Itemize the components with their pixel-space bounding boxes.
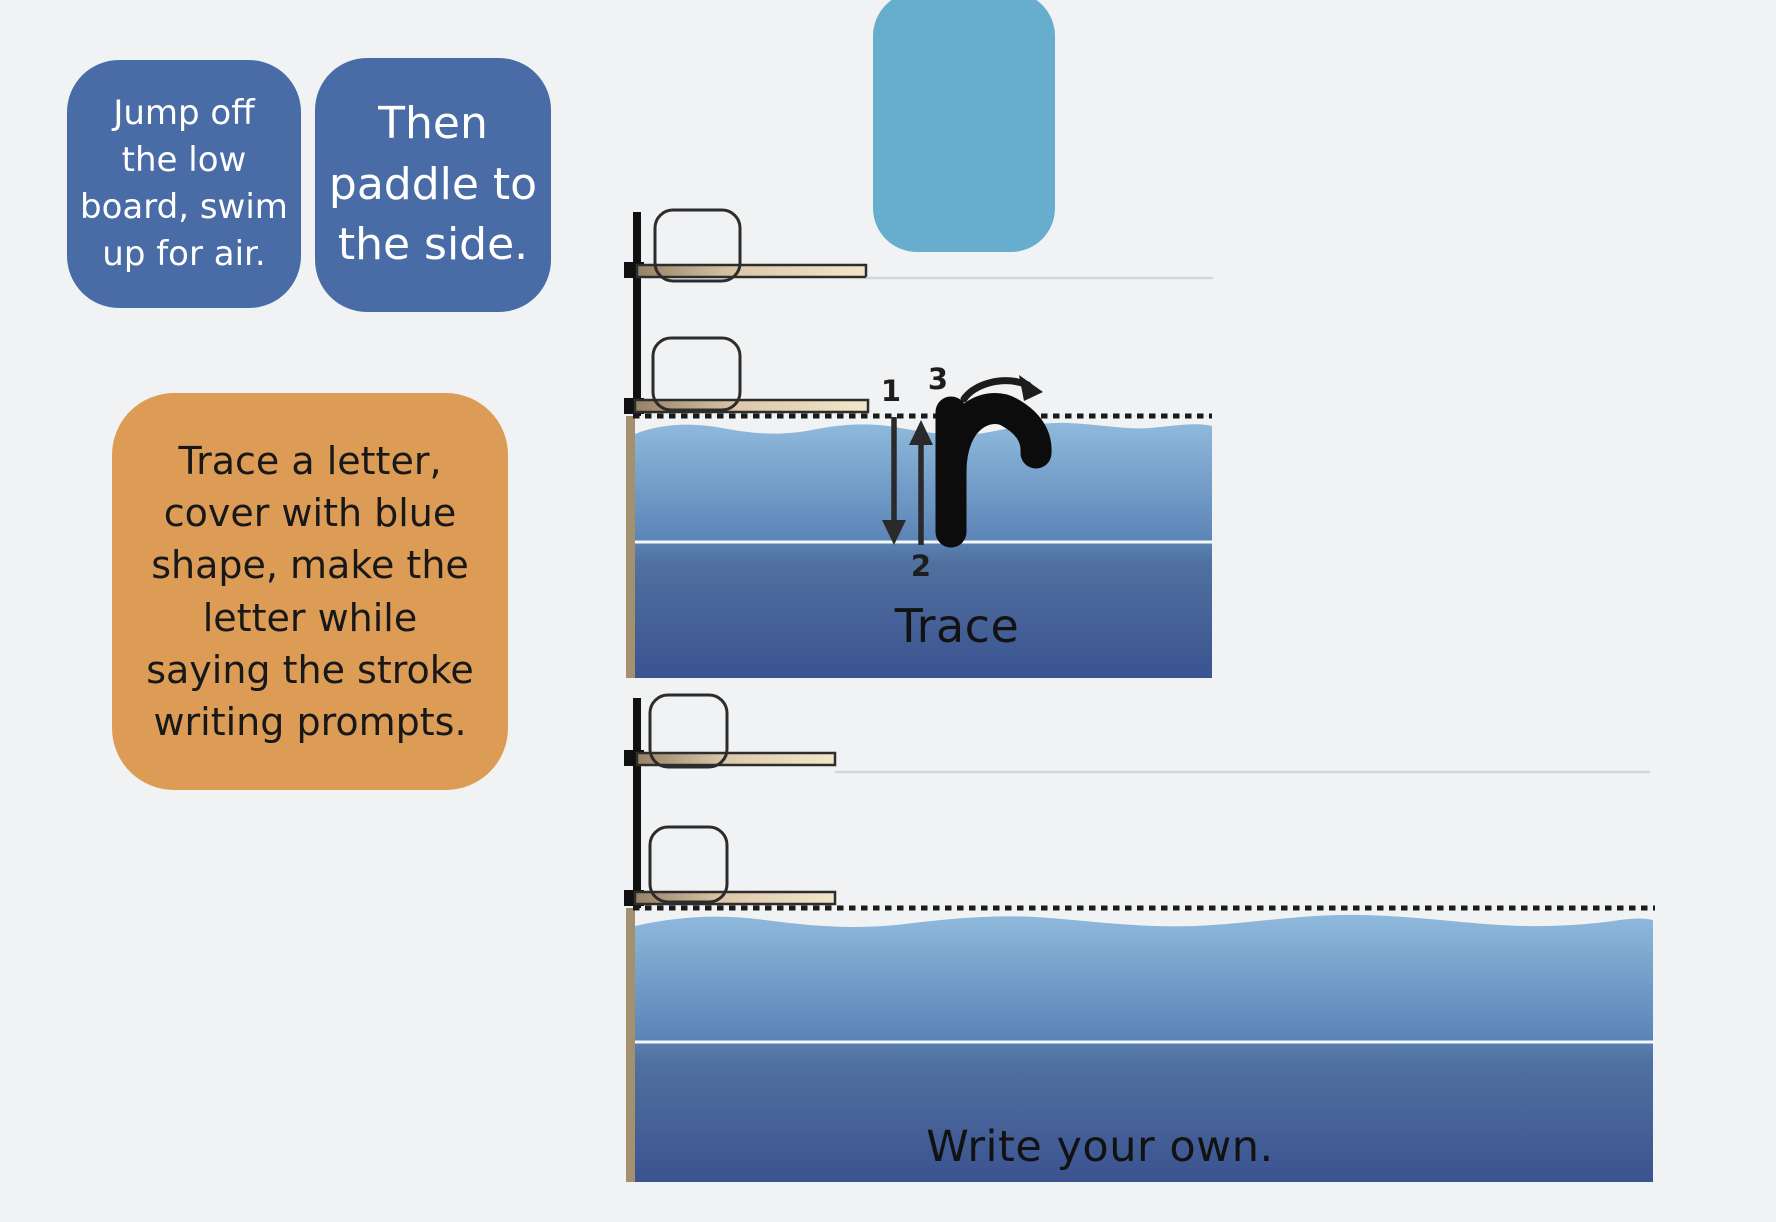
jumper-outline-top <box>648 693 729 769</box>
trace-caption: Trace <box>894 599 1020 653</box>
pool-wall <box>626 908 635 1182</box>
jumper-outline-low <box>648 825 729 904</box>
blue-cover-shape[interactable] <box>873 0 1055 252</box>
trace-pool-scene <box>624 208 1213 678</box>
pool-water <box>635 422 1212 678</box>
pool-wall <box>626 416 635 678</box>
instruction-card-jump: Jump off the low board, swim up for air. <box>67 60 301 308</box>
stroke-arrow-curve <box>960 375 1043 403</box>
write-your-own-caption: Write your own. <box>926 1122 1274 1172</box>
pool-ladder-pole <box>633 698 641 908</box>
stroke-number-2: 2 <box>910 549 932 583</box>
instruction-card-main-text: Trace a letter, cover with blue shape, m… <box>146 439 474 744</box>
letter-r-glyph <box>935 393 1052 548</box>
instruction-card-jump-text: Jump off the low board, swim up for air. <box>80 93 288 274</box>
stroke-number-3: 3 <box>927 362 949 396</box>
jumper-outline-low <box>651 336 742 412</box>
high-diving-board <box>635 751 837 767</box>
jumper-outline-top <box>653 208 742 283</box>
pool-ladder-pole <box>633 212 641 416</box>
stroke-arrow-down <box>882 417 906 545</box>
stroke-number-1: 1 <box>880 374 902 408</box>
pool-water <box>635 914 1653 1182</box>
stroke-arrow-up <box>909 420 933 545</box>
instruction-card-paddle: Then paddle to the side. <box>315 58 551 312</box>
instruction-card-main: Trace a letter, cover with blue shape, m… <box>112 393 508 790</box>
write-pool-scene <box>624 693 1655 1182</box>
high-diving-board <box>635 263 868 279</box>
instruction-card-paddle-text: Then paddle to the side. <box>328 97 538 271</box>
